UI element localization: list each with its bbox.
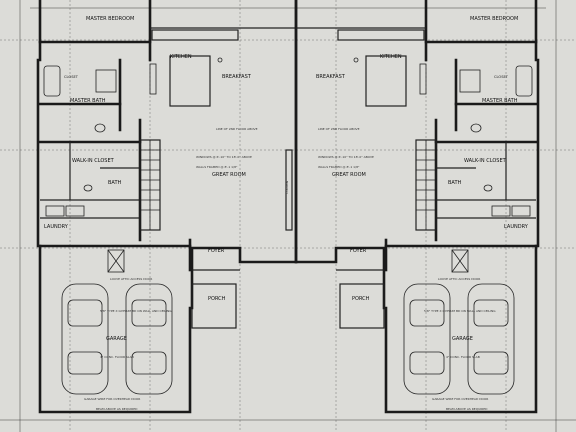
right-porch-label: PORCH bbox=[352, 296, 370, 302]
left-window-note: WINDOWS @ 6'-10" TO 18'-0" ABOVE bbox=[196, 155, 252, 159]
left-breakfast-label: BREAKFAST bbox=[222, 74, 252, 80]
left-bath-label: BATH bbox=[108, 180, 122, 186]
right-kitchen-label: KITCHEN bbox=[380, 54, 402, 60]
right-foyer-label: FOYER bbox=[350, 248, 367, 254]
right-closet-label: CLOSET bbox=[494, 75, 509, 79]
left-porch-label: PORCH bbox=[208, 296, 226, 302]
left-master-bedroom-label: MASTER BEDROOM bbox=[86, 16, 134, 22]
left-walkin-closet-label: WALK-IN CLOSET bbox=[72, 158, 115, 164]
right-beam-note: BEAM ABOVE AS REQUIRED bbox=[446, 407, 488, 411]
left-garage-cars bbox=[61, 249, 173, 395]
right-master-bath-label: MASTER BATH bbox=[482, 98, 518, 104]
left-master-bath-label: MASTER BATH bbox=[70, 98, 106, 104]
left-opening-note: GARAGE WIRE FOR OVERHEAD DOOR bbox=[84, 397, 140, 401]
right-slab-note: 4" CONC. FLOOR SLAB bbox=[446, 355, 480, 359]
left-unit-walls bbox=[36, 0, 298, 414]
left-unit-labels: MASTER BEDROOM KITCHEN BREAKFAST MASTER … bbox=[44, 16, 258, 411]
left-stairs bbox=[139, 139, 161, 231]
left-walls-note: WALLS FRAMED @ 8'-1 1/8" bbox=[196, 165, 238, 169]
right-garage-label: GARAGE bbox=[452, 336, 473, 342]
right-stairs bbox=[415, 139, 437, 231]
left-closet-label: CLOSET bbox=[64, 75, 79, 79]
right-walls-note: WALLS FRAMED @ 8'-1 1/8" bbox=[318, 165, 360, 169]
left-garage-label: GARAGE bbox=[106, 336, 127, 342]
right-opening-note: GARAGE WIRE FOR OVERHEAD DOOR bbox=[432, 397, 488, 401]
right-unit-walls bbox=[294, 0, 540, 414]
left-kitchen-label: KITCHEN bbox=[170, 54, 192, 60]
left-floor-line-note: LINE OF 2ND FLOOR ABOVE bbox=[216, 127, 258, 131]
right-window-note: WINDOWS @ 6'-10" TO 18'-0" ABOVE bbox=[318, 155, 374, 159]
right-walkin-closet-label: WALK-IN CLOSET bbox=[464, 158, 507, 164]
left-great-room-label: GREAT ROOM bbox=[212, 172, 246, 178]
column-label: COLUMN bbox=[285, 181, 289, 194]
right-fixtures bbox=[353, 57, 533, 217]
right-unit-labels: MASTER BEDROOM KITCHEN BREAKFAST MASTER … bbox=[316, 16, 529, 411]
left-foyer-label: FOYER bbox=[208, 248, 225, 254]
left-slab-note: 4" CONC. FLOOR SLAB bbox=[100, 355, 134, 359]
right-master-bedroom-label: MASTER BEDROOM bbox=[470, 16, 518, 22]
right-garage-note: 5/8" TYPE X GYPSUM BD ON WALL AND CEILIN… bbox=[424, 309, 496, 313]
right-great-room-label: GREAT ROOM bbox=[332, 172, 366, 178]
right-garage-cars bbox=[403, 249, 515, 395]
right-floor-line-note: LINE OF 2ND FLOOR ABOVE bbox=[318, 127, 360, 131]
right-bath-label: BATH bbox=[448, 180, 462, 186]
left-garage-note: 5/8" TYPE X GYPSUM BD ON WALL AND CEILIN… bbox=[100, 309, 172, 313]
left-fixtures bbox=[43, 57, 223, 217]
right-attic-access-note: LOUVE ATTIC ACCESS DOOR bbox=[438, 277, 480, 281]
right-laundry-label: LAUNDRY bbox=[504, 224, 529, 230]
left-beam-note: BEAM ABOVE AS REQUIRED bbox=[96, 407, 138, 411]
left-attic-access-note: LOUVE ATTIC ACCESS DOOR bbox=[110, 277, 152, 281]
party-wall: COLUMN bbox=[285, 0, 298, 264]
left-laundry-label: LAUNDRY bbox=[44, 224, 69, 230]
right-breakfast-label: BREAKFAST bbox=[316, 74, 346, 80]
